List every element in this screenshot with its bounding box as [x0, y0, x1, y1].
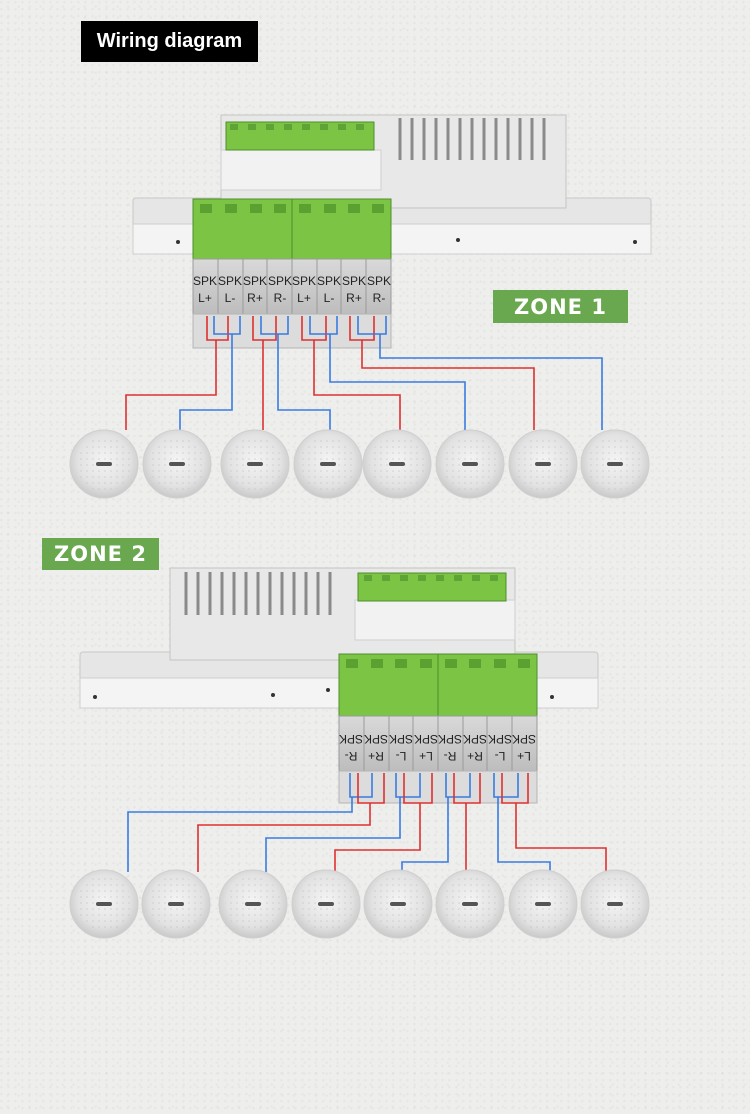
z2-terminal-2-top: SPK: [364, 732, 388, 746]
speaker-icon: [142, 429, 212, 499]
z1-terminal-8-top: SPK: [367, 274, 391, 288]
z1-terminal-3-top: SPK: [243, 274, 267, 288]
z1-terminal-8-bottom: R-: [373, 291, 386, 305]
zone1-speakers: [69, 429, 650, 499]
speaker-icon: [435, 869, 505, 939]
z2-terminal-8-top: SPK: [512, 732, 536, 746]
speaker-icon: [508, 869, 578, 939]
z2-terminal-5-bottom: R-: [444, 749, 457, 763]
z2-terminal-7-bottom: L-: [495, 749, 506, 763]
speaker-icon: [435, 429, 505, 499]
zone1-label: ZONE 1: [493, 290, 628, 323]
speaker-icon: [580, 869, 650, 939]
z1-terminal-6-top: SPK: [317, 274, 341, 288]
speaker-icon: [69, 429, 139, 499]
speaker-icon: [508, 429, 578, 499]
z1-terminal-2-bottom: L-: [225, 291, 236, 305]
z1-terminal-1-top: SPK: [193, 274, 217, 288]
zone1-amplifier: [132, 114, 652, 349]
z1-terminal-4-bottom: R-: [274, 291, 287, 305]
zone2-amplifier: [79, 567, 599, 804]
z2-terminal-4-bottom: L+: [419, 749, 433, 763]
zone2-label: ZONE 2: [42, 538, 159, 570]
z1-terminal-7-bottom: R+: [346, 291, 362, 305]
speaker-icon: [218, 869, 288, 939]
z1-terminal-1-bottom: L+: [198, 291, 212, 305]
speaker-icon: [293, 429, 363, 499]
z2-terminal-2-bottom: R+: [368, 749, 384, 763]
z2-terminal-4-top: SPK: [414, 732, 438, 746]
speaker-icon: [291, 869, 361, 939]
z1-terminal-5-top: SPK: [292, 274, 316, 288]
z1-terminal-4-top: SPK: [268, 274, 292, 288]
speaker-icon: [363, 869, 433, 939]
z1-terminal-6-bottom: L-: [324, 291, 335, 305]
zone2-speakers: [69, 869, 650, 939]
speaker-icon: [141, 869, 211, 939]
z2-terminal-5-top: SPK: [438, 732, 462, 746]
z2-terminal-3-bottom: L-: [396, 749, 407, 763]
z2-terminal-7-top: SPK: [488, 732, 512, 746]
speaker-icon: [362, 429, 432, 499]
z2-terminal-8-bottom: L+: [517, 749, 531, 763]
z1-terminal-3-bottom: R+: [247, 291, 263, 305]
speaker-icon: [69, 869, 139, 939]
z2-terminal-6-top: SPK: [463, 732, 487, 746]
zone1-wiring: [125, 316, 603, 430]
z1-terminal-7-top: SPK: [342, 274, 366, 288]
z2-terminal-1-top: SPK: [339, 732, 363, 746]
diagram-title: Wiring diagram: [81, 21, 258, 62]
z2-terminal-3-top: SPK: [389, 732, 413, 746]
z1-terminal-2-top: SPK: [218, 274, 242, 288]
z2-terminal-1-bottom: R-: [345, 749, 358, 763]
speaker-icon: [220, 429, 290, 499]
z2-terminal-6-bottom: R+: [467, 749, 483, 763]
speaker-icon: [580, 429, 650, 499]
z1-terminal-5-bottom: L+: [297, 291, 311, 305]
zone2-wiring: [127, 773, 607, 872]
